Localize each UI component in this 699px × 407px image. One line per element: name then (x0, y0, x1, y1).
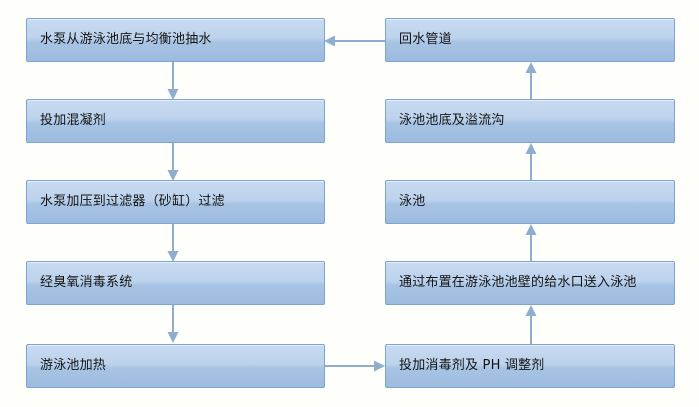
node-swimming-pool[interactable]: 泳池 (385, 180, 675, 224)
connector-disinfectant-ph-dosing-to-wall-inlet-supply (518, 303, 544, 345)
node-ozone-disinfection-label: 经臭氧消毒系统 (40, 275, 133, 290)
node-pump-intake[interactable]: 水泵从游泳池底与均衡池抽水 (26, 18, 325, 62)
node-pool-bottom-overflow[interactable]: 泳池池底及溢流沟 (385, 99, 675, 143)
node-pump-intake-label: 水泵从游泳池底与均衡池抽水 (40, 32, 212, 47)
connector-ozone-disinfection-to-pool-heating (160, 303, 186, 345)
node-disinfectant-ph-dosing[interactable]: 投加消毒剂及 PH 调整剂 (385, 344, 675, 388)
node-return-pipe[interactable]: 回水管道 (385, 18, 675, 62)
connector-pool-bottom-overflow-to-return-pipe (518, 60, 544, 102)
connector-swimming-pool-to-pool-bottom-overflow (518, 141, 544, 183)
connector-return-pipe-to-pump-intake (322, 29, 388, 53)
node-ozone-disinfection[interactable]: 经臭氧消毒系统 (26, 261, 325, 305)
connector-pump-intake-to-coagulant-dosing (160, 60, 186, 102)
node-disinfectant-ph-dosing-label: 投加消毒剂及 PH 调整剂 (399, 358, 545, 373)
connector-coagulant-dosing-to-pressure-filter (160, 141, 186, 183)
node-wall-inlet-supply-label: 通过布置在游泳池池壁的给水口送入泳池 (399, 275, 637, 290)
node-coagulant-dosing-label: 投加混凝剂 (40, 113, 107, 128)
node-pressure-filter[interactable]: 水泵加压到过滤器（砂缸）过滤 (26, 180, 325, 224)
connector-pool-heating-to-disinfectant-ph-dosing (324, 354, 387, 378)
node-return-pipe-label: 回水管道 (399, 32, 452, 47)
node-pressure-filter-label: 水泵加压到过滤器（砂缸）过滤 (40, 194, 225, 209)
node-coagulant-dosing[interactable]: 投加混凝剂 (26, 99, 325, 143)
connector-pressure-filter-to-ozone-disinfection (160, 222, 186, 264)
node-pool-bottom-overflow-label: 泳池池底及溢流沟 (399, 113, 505, 128)
node-pool-heating[interactable]: 游泳池加热 (26, 344, 325, 388)
node-wall-inlet-supply[interactable]: 通过布置在游泳池池壁的给水口送入泳池 (385, 261, 675, 305)
node-pool-heating-label: 游泳池加热 (40, 358, 107, 373)
connector-wall-inlet-supply-to-swimming-pool (518, 222, 544, 264)
node-swimming-pool-label: 泳池 (399, 194, 426, 209)
